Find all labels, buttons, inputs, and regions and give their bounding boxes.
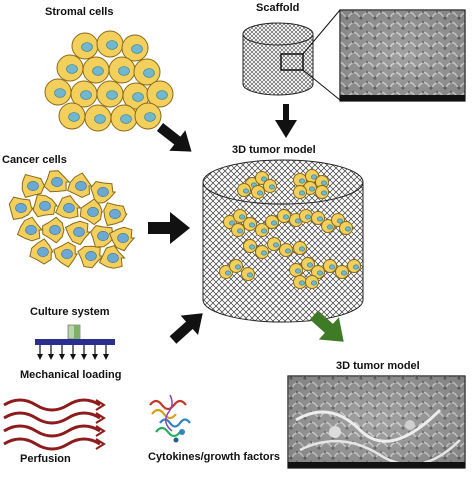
stromal-cell [108, 56, 136, 84]
embedded-cell [251, 185, 265, 199]
load-arrow-head [59, 354, 65, 360]
embedded-cell [255, 245, 269, 259]
stromal-cell [84, 104, 112, 132]
embedded-cell [293, 185, 307, 199]
embedded-cell [265, 215, 279, 229]
embedded-cell [323, 259, 337, 273]
embedded-cell [237, 183, 251, 197]
scaffold-cylinder [242, 22, 314, 96]
embedded-cell [315, 185, 329, 199]
arrow-cancer-to-model [148, 212, 190, 244]
embedded-cell [277, 209, 291, 223]
embedded-cell [299, 209, 313, 223]
perfusion-icon [3, 398, 106, 451]
cancer-cell [32, 194, 59, 218]
stromal-cell [134, 102, 162, 130]
cancer-cell [66, 172, 93, 199]
embedded-cell [311, 211, 325, 225]
stromal-cells-cluster [44, 30, 174, 132]
scaffold-sem-image [339, 9, 466, 102]
cancer-cell [64, 220, 92, 246]
cancer-cell [79, 198, 104, 226]
embedded-cell [301, 257, 315, 271]
stromal-cell [96, 30, 124, 58]
embedded-cell [231, 223, 245, 237]
tumor-model-cylinder [202, 159, 364, 323]
stromal-cell [121, 34, 149, 62]
mechanical-loading-icon [35, 324, 115, 360]
cancer-cell [103, 202, 128, 227]
embedded-cell [263, 179, 277, 193]
cancer-cell [21, 174, 46, 198]
cancer-cells-cluster [8, 170, 136, 269]
cancer-cell [54, 195, 82, 219]
embedded-cell [293, 275, 307, 289]
cancer-cell [43, 170, 71, 193]
embedded-cell [279, 243, 293, 257]
embedded-cell [255, 223, 269, 237]
load-arrow-head [37, 354, 43, 360]
cancer-cell [98, 245, 126, 269]
embedded-cell [243, 239, 257, 253]
embedded-cell [305, 275, 319, 289]
embedded-cell [233, 209, 247, 223]
label-scaffold: Scaffold [256, 2, 300, 14]
embedded-cell [289, 263, 303, 277]
arrow-green-to-result [309, 310, 344, 342]
stromal-cell [110, 104, 138, 132]
arrow-stromal-to-model [156, 123, 192, 152]
load-arrow-head [70, 354, 76, 360]
embedded-cell [243, 217, 257, 231]
label-perfusion: Perfusion [20, 453, 71, 465]
load-arrow-head [48, 354, 54, 360]
embedded-cell [347, 259, 361, 273]
label-3d-tumor-model-result: 3D tumor model [336, 360, 420, 372]
embedded-cell [241, 267, 255, 281]
embedded-cell [339, 221, 353, 235]
load-arrow-head [92, 354, 98, 360]
cytokines-protein-icon [149, 394, 191, 443]
stromal-cell [96, 80, 124, 108]
stromal-cell [71, 32, 99, 60]
label-cancer-cells: Cancer cells [2, 154, 67, 166]
label-mechanical-loading: Mechanical loading [20, 369, 122, 381]
stromal-cell [44, 78, 72, 106]
cancer-cell [8, 196, 35, 220]
zoom-lines [302, 9, 341, 101]
cancer-cell [29, 238, 54, 265]
cancer-cell [16, 216, 44, 242]
embedded-cell [293, 241, 307, 255]
embedded-cell [229, 259, 243, 273]
arrow-culture-to-model [169, 313, 203, 344]
stromal-cell [146, 80, 174, 108]
load-arrow-head [81, 354, 87, 360]
cancer-cell [90, 225, 117, 248]
embedded-cell [267, 237, 281, 251]
stromal-cell [82, 56, 110, 84]
embedded-cell [335, 265, 349, 279]
cancer-cell [53, 241, 78, 268]
stromal-cell [56, 54, 84, 82]
embedded-cell [315, 175, 329, 189]
load-arrow-head [103, 354, 109, 360]
cancer-cell [108, 226, 136, 252]
stromal-cell [133, 58, 161, 86]
label-culture-system: Culture system [30, 306, 110, 318]
cancer-cell [90, 181, 117, 204]
cancer-cell [77, 245, 105, 269]
label-stromal-cells: Stromal cells [45, 6, 114, 18]
cancer-cell [42, 216, 65, 244]
label-cytokines-growth-factors: Cytokines/growth factors [148, 451, 281, 463]
arrow-scaffold-to-model [275, 104, 297, 138]
tumor-model-sem-image [287, 375, 466, 469]
label-3d-tumor-model-center: 3D tumor model [232, 144, 316, 156]
stromal-cell [58, 102, 86, 130]
